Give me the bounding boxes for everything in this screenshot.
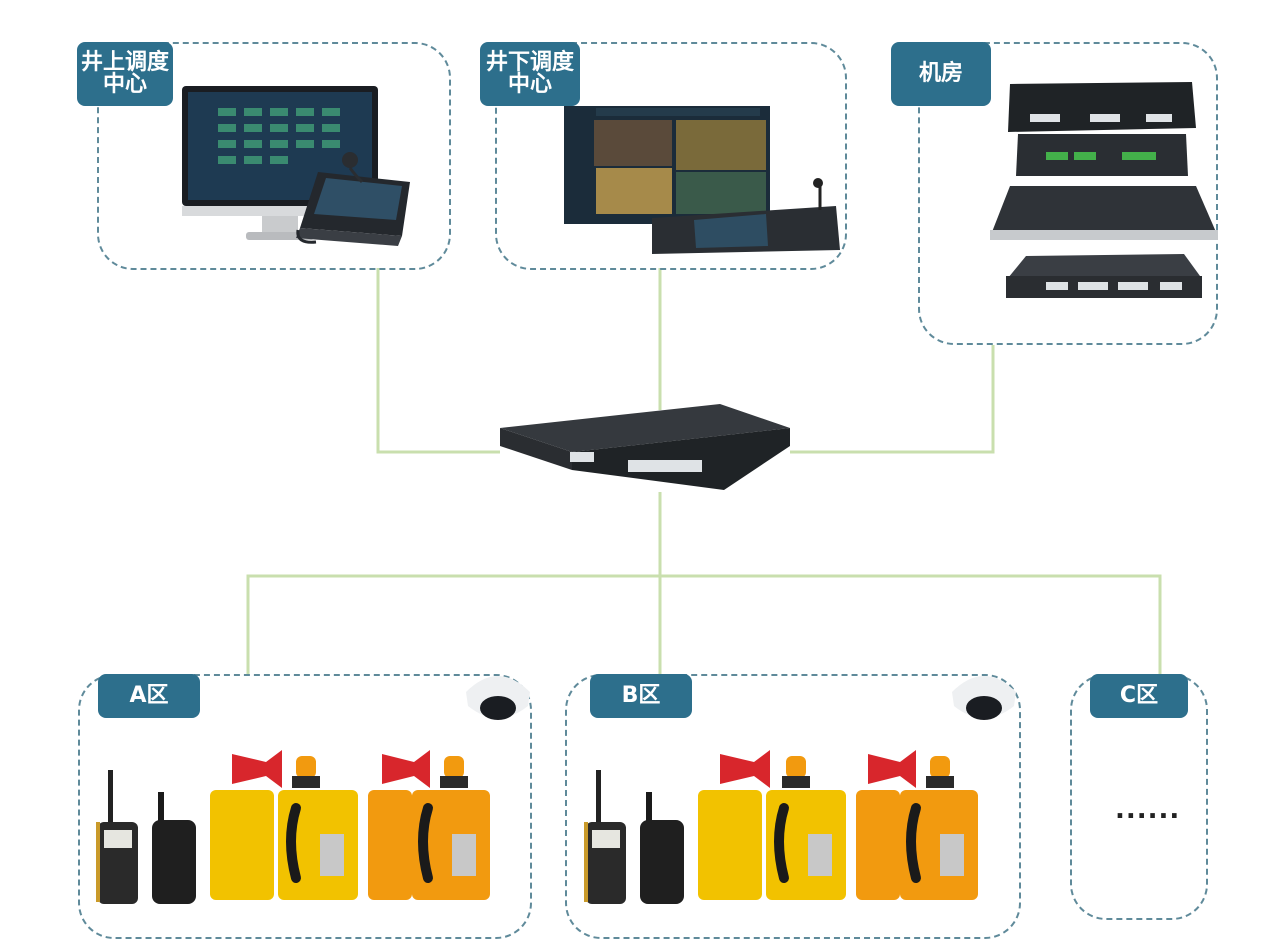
explosion-proof-phone-icon-b1 bbox=[698, 790, 846, 900]
desktop-monitor-icon bbox=[182, 86, 378, 240]
explosion-proof-phone-icon-a2 bbox=[368, 790, 490, 900]
machine-room-tag: 机房 bbox=[891, 42, 991, 106]
link-area-c bbox=[660, 574, 1162, 674]
video-wall-icon bbox=[564, 106, 770, 224]
area-b-tag: B区 bbox=[590, 674, 692, 718]
link-surface bbox=[376, 268, 500, 454]
alarm-horn-icon-b2 bbox=[868, 750, 916, 788]
rack-server-icon-3 bbox=[990, 186, 1218, 240]
network-switch-icon bbox=[500, 404, 790, 490]
dome-camera-icon-a bbox=[466, 676, 530, 720]
rack-server-icon-2 bbox=[1016, 134, 1188, 176]
alarm-horn-icon-a1 bbox=[232, 750, 282, 788]
dispatch-phone-icon bbox=[296, 152, 410, 246]
walkie-talkie-icon-a2 bbox=[152, 792, 196, 904]
link-area-a bbox=[246, 574, 660, 674]
surface-dispatch-zone bbox=[97, 42, 451, 270]
rack-server-icon-4 bbox=[1006, 254, 1202, 298]
explosion-proof-phone-icon-a1 bbox=[210, 790, 358, 900]
area-a-tag: A区 bbox=[98, 674, 200, 718]
alarm-horn-icon-a2 bbox=[382, 750, 430, 788]
area-c-tag: C区 bbox=[1090, 674, 1188, 718]
warning-light-icon-b1 bbox=[782, 756, 810, 788]
underground-dispatch-zone bbox=[495, 42, 847, 270]
dispatch-console-icon bbox=[652, 178, 840, 254]
walkie-talkie-icon-a1 bbox=[96, 770, 138, 904]
warning-light-icon-b2 bbox=[926, 756, 954, 788]
surface-dispatch-tag: 井上调度 中心 bbox=[77, 42, 173, 106]
warning-light-icon-a1 bbox=[292, 756, 320, 788]
alarm-horn-icon-b1 bbox=[720, 750, 770, 788]
machine-room-zone bbox=[918, 42, 1218, 345]
walkie-talkie-icon-b1 bbox=[584, 770, 626, 904]
area-a-zone bbox=[78, 674, 532, 939]
explosion-proof-phone-icon-b2 bbox=[856, 790, 978, 900]
area-b-zone bbox=[565, 674, 1021, 939]
rack-server-icon bbox=[1008, 82, 1196, 132]
walkie-talkie-icon-b2 bbox=[640, 792, 684, 904]
warning-light-icon-a2 bbox=[440, 756, 468, 788]
underground-dispatch-tag: 井下调度 中心 bbox=[480, 42, 580, 106]
link-machine-room bbox=[790, 345, 995, 454]
dome-camera-icon-b bbox=[952, 676, 1016, 720]
area-c-more: ...... bbox=[1115, 795, 1181, 825]
